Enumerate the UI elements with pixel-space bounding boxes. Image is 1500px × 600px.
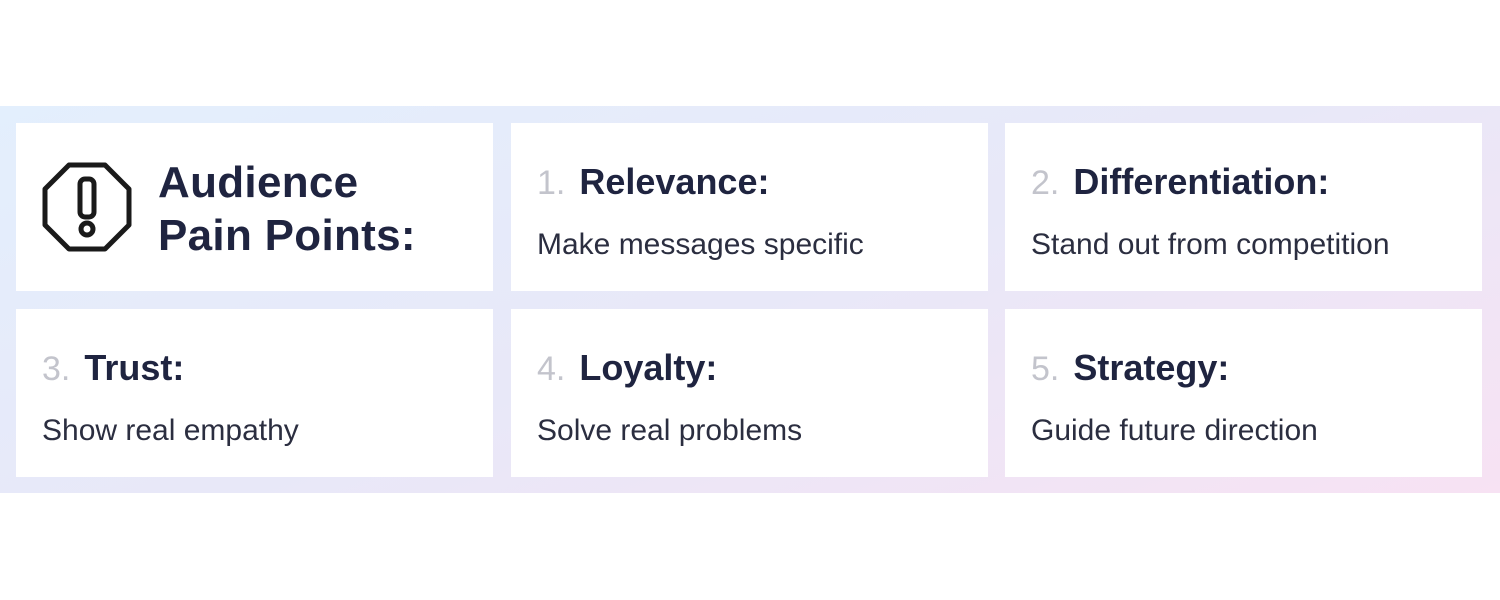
card-heading: 1. Relevance: <box>537 161 769 203</box>
item-label: Trust: <box>84 347 185 388</box>
item-number: 5. <box>1031 350 1060 388</box>
item-description: Stand out from competition <box>1031 228 1390 261</box>
item-label: Strategy: <box>1073 347 1230 388</box>
pain-point-card-strategy: 5. Strategy: Guide future direction <box>1005 309 1482 477</box>
item-description: Guide future direction <box>1031 414 1318 447</box>
item-number: 3. <box>42 350 71 388</box>
card-heading: 4. Loyalty: <box>537 347 717 389</box>
pain-point-card-trust: 3. Trust: Show real empathy <box>16 309 493 477</box>
pain-point-card-relevance: 1. Relevance: Make messages specific <box>511 123 988 291</box>
item-number: 2. <box>1031 164 1060 202</box>
item-label: Loyalty: <box>579 347 718 388</box>
title-line-2: Pain Points: <box>158 211 416 260</box>
item-description: Make messages specific <box>537 228 864 261</box>
item-number: 1. <box>537 164 566 202</box>
page-title: Audience Pain Points: <box>158 156 416 262</box>
pain-point-card-loyalty: 4. Loyalty: Solve real problems <box>511 309 988 477</box>
card-heading: 3. Trust: <box>42 347 184 389</box>
card-heading: 2. Differentiation: <box>1031 161 1329 203</box>
pain-point-card-differentiation: 2. Differentiation: Stand out from compet… <box>1005 123 1482 291</box>
octagon-exclamation-icon <box>41 161 133 253</box>
title-line-1: Audience <box>158 158 359 207</box>
item-number: 4. <box>537 350 566 388</box>
item-description: Solve real problems <box>537 414 803 447</box>
item-label: Differentiation: <box>1073 161 1330 202</box>
title-card: Audience Pain Points: <box>16 123 493 291</box>
card-heading: 5. Strategy: <box>1031 347 1229 389</box>
item-label: Relevance: <box>579 161 770 202</box>
item-description: Show real empathy <box>42 414 299 447</box>
